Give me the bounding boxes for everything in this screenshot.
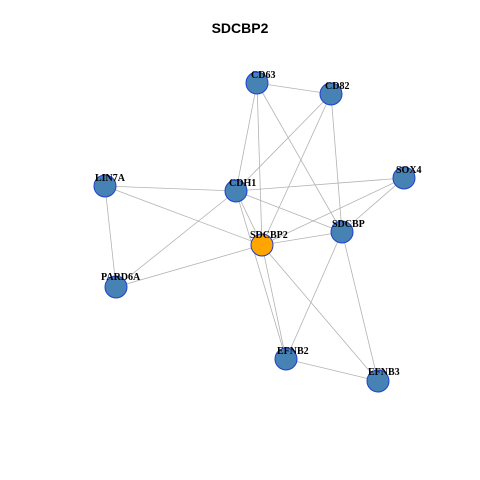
graph-title: SDCBP2 — [211, 20, 269, 36]
node-label-pard6a: PARD6A — [101, 272, 141, 283]
edge-sox4-sdcbp2 — [261, 177, 405, 246]
edge-sdcbp2-efnb2 — [261, 244, 287, 360]
edge-sdcbp-sdcbp2 — [261, 231, 343, 246]
edge-cd63-cdh1 — [235, 82, 258, 192]
edge-lin7a-sdcbp2 — [104, 185, 263, 246]
node-cd82[interactable] — [319, 82, 343, 106]
node-efnb2[interactable] — [274, 347, 298, 371]
edge-cd82-sdcbp — [330, 93, 343, 233]
node-label-cd63: CD63 — [251, 70, 275, 81]
edge-sdcbp-efnb2 — [285, 231, 343, 360]
node-sdcbp[interactable] — [330, 220, 354, 244]
node-label-efnb2: EFNB2 — [277, 346, 309, 357]
node-sdcbp2[interactable] — [250, 233, 274, 257]
nodes-layer — [93, 71, 416, 393]
node-label-cdh1: CDH1 — [229, 178, 256, 189]
node-label-efnb3: EFNB3 — [368, 367, 400, 378]
node-label-lin7a: LIN7A — [95, 173, 126, 184]
edge-lin7a-cdh1 — [104, 185, 237, 192]
node-label-cd82: CD82 — [325, 81, 349, 92]
edge-efnb2-efnb3 — [285, 358, 379, 382]
node-cd63[interactable] — [245, 71, 269, 95]
edge-cd82-cdh1 — [235, 93, 332, 192]
edge-sdcbp2-pard6a — [115, 244, 263, 288]
edge-cdh1-sdcbp — [235, 190, 343, 233]
edge-cdh1-pard6a — [115, 190, 237, 288]
edge-lin7a-pard6a — [104, 185, 117, 288]
node-efnb3[interactable] — [366, 369, 390, 393]
edge-cd63-cd82 — [256, 82, 332, 95]
edge-cd63-sdcbp — [256, 82, 343, 233]
node-label-sox4: SOX4 — [396, 165, 422, 176]
node-pard6a[interactable] — [104, 275, 128, 299]
node-cdh1[interactable] — [224, 179, 248, 203]
edge-sox4-sdcbp — [341, 177, 405, 233]
edge-cd82-sdcbp2 — [261, 93, 332, 246]
edge-cdh1-sox4 — [235, 177, 405, 192]
edges-layer — [104, 82, 405, 382]
edge-cdh1-efnb2 — [235, 190, 287, 360]
edge-cd63-sdcbp2 — [256, 82, 263, 246]
node-label-sdcbp: SDCBP — [332, 219, 365, 230]
node-lin7a[interactable] — [93, 174, 117, 198]
node-label-sdcbp2: SDCBP2 — [250, 230, 288, 241]
node-sox4[interactable] — [392, 166, 416, 190]
edge-sdcbp2-efnb3 — [261, 244, 379, 382]
edge-sdcbp-efnb3 — [341, 231, 379, 382]
